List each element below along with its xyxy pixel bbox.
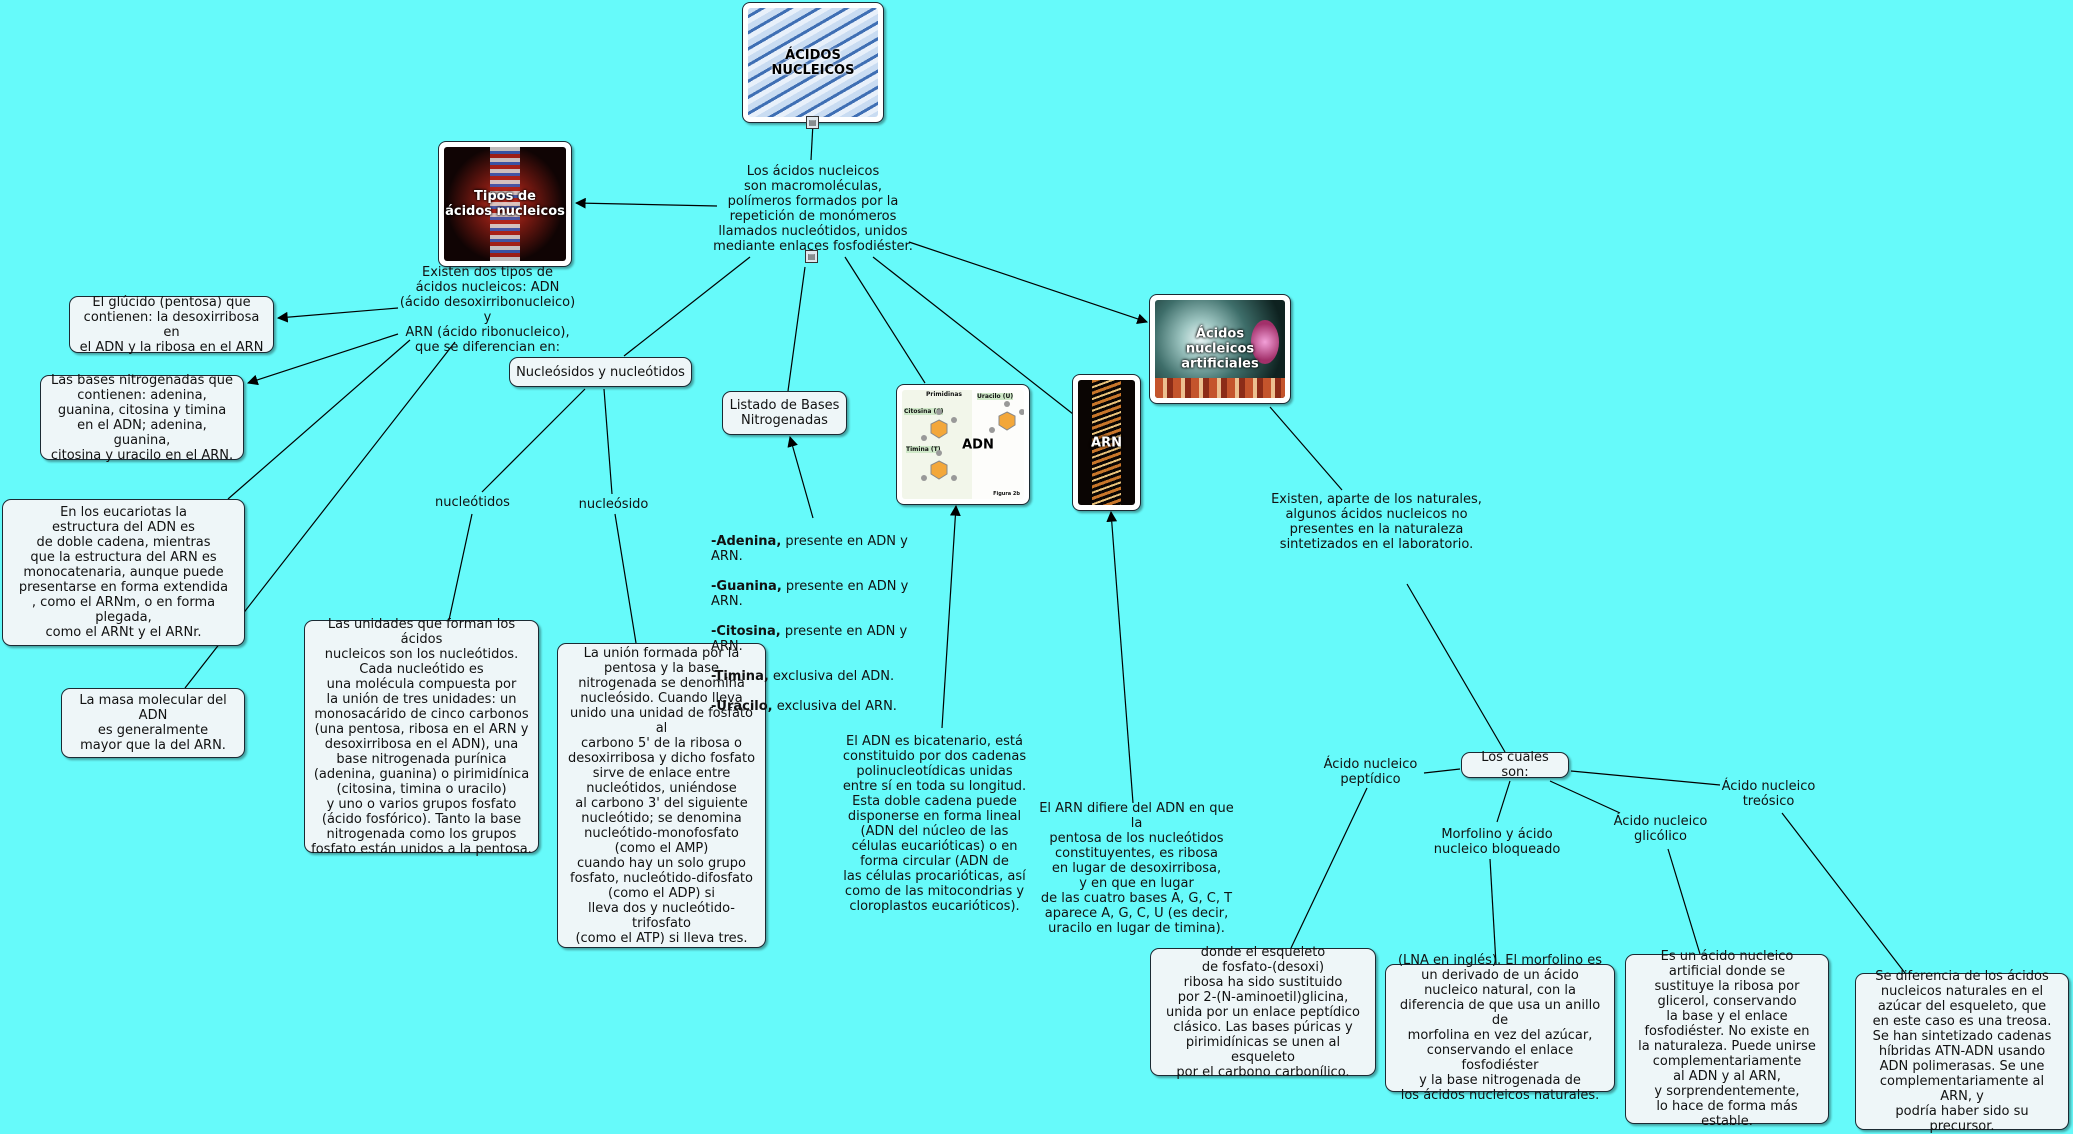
artificiales-description: Existen, aparte de los naturales, alguno… — [1271, 492, 1482, 552]
treosico-text: Se diferencia de los ácidos nucleicos na… — [1872, 969, 2052, 1134]
link-cuales-morfolino — [1496, 780, 1511, 823]
link-artificiales-text — [1269, 406, 1343, 491]
peptidico-box[interactable]: donde el esqueleto de fosfato-(desoxi) r… — [1150, 945, 1376, 1080]
bases-list: -Adenina, presente en ADN y ARN. -Guanin… — [711, 519, 941, 729]
dna-helix-image — [748, 8, 878, 117]
intro-definition: Los ácidos nucleicos son macromoléculas,… — [713, 164, 913, 254]
adn-description: El ADN es bicatenario, está constituido … — [842, 734, 1027, 914]
link-tipos-bases — [246, 333, 399, 386]
base-item: -Timina, exclusiva del ADN. — [711, 669, 895, 684]
masa-molecular-text: La masa molecular del ADN es generalment… — [79, 693, 227, 753]
morfolino-text: (LNA en inglés). El morfolino es un deri… — [1397, 953, 1603, 1103]
listado-bases-box[interactable]: Listado de Bases Nitrogenadas — [722, 391, 847, 435]
bases-contenidas-box[interactable]: Las bases nitrogenadas que contienen: ad… — [40, 372, 244, 463]
link-intro-artificiales — [908, 241, 1149, 325]
morfolino-box[interactable]: (LNA en inglés). El morfolino es un deri… — [1385, 953, 1615, 1103]
eucariotas-text: En los eucariotas la estructura del ADN … — [18, 505, 229, 640]
artificiales-concept-image[interactable]: Ácidos nucleicos artificiales — [1149, 294, 1291, 404]
link-morfolino-text — [1489, 858, 1497, 965]
link-intro-nucleosidos — [623, 256, 751, 357]
nucleosido-link-label: nucleósido — [578, 497, 649, 512]
link-nucleosidos-nucleosido — [603, 388, 613, 495]
arn-description: El ARN difiere del ADN en que la pentosa… — [1039, 801, 1234, 936]
arn-concept-image[interactable]: ARN — [1072, 374, 1141, 511]
attachment-icon[interactable]: ▤ — [805, 250, 818, 263]
link-intro-tipos — [574, 197, 718, 209]
link-peptidico-text — [1290, 787, 1368, 949]
artificiales-title: Ácidos nucleicos artificiales — [1181, 326, 1259, 372]
link-nucleosido-text — [614, 513, 637, 644]
nucleotidos-box[interactable]: Las unidades que forman los ácidos nucle… — [304, 617, 539, 857]
nucleotidos-link-label: nucleótidos — [435, 495, 510, 510]
link-nucleotidos-text — [448, 513, 473, 621]
link-intro-arn — [872, 256, 1074, 415]
tipos-title: Tipos de ácidos nucleicos — [445, 189, 565, 219]
peptidico-text: donde el esqueleto de fosfato-(desoxi) r… — [1165, 944, 1360, 1080]
glicolico-box[interactable]: Es un ácido nucleico artificial donde se… — [1625, 949, 1829, 1129]
root-title: ÁCIDOS NUCLEICOS — [771, 47, 855, 78]
root-concept-image[interactable]: ÁCIDOS NUCLEICOS — [742, 2, 884, 123]
link-glicolico-text — [1667, 848, 1701, 955]
dna-molecule-image — [444, 147, 566, 261]
neuron-image — [1155, 300, 1285, 398]
nucleosido-text: La unión formada por la pentosa y la bas… — [567, 645, 756, 946]
attachment-icon[interactable]: ▤ — [806, 116, 819, 129]
tipos-description: Existen dos tipos de ácidos nucleicos: A… — [399, 265, 576, 355]
link-cuales-peptidico — [1423, 768, 1461, 774]
base-item: -Uracilo, exclusiva del ARN. — [711, 699, 897, 714]
tipos-concept-image[interactable]: Tipos de ácidos nucleicos — [438, 141, 572, 267]
cuales-son-box[interactable]: Los cuales son: — [1461, 750, 1569, 780]
link-arttext-cuales — [1406, 583, 1506, 753]
link-arntext-arn — [1106, 510, 1134, 804]
glucido-text: El glúcido (pentosa) que contienen: la d… — [79, 294, 264, 355]
eucariotas-box[interactable]: En los eucariotas la estructura del ADN … — [2, 499, 245, 646]
base-item: -Citosina, presente en ADN y ARN. — [711, 624, 908, 654]
cuales-son-label: Los cuales son: — [1481, 750, 1549, 780]
rna-helix-image — [1078, 380, 1135, 505]
link-intro-adn — [844, 256, 926, 384]
listado-bases-label: Listado de Bases Nitrogenadas — [729, 398, 840, 428]
adn-concept-image[interactable]: Primidinas Uracilo (U) Citosina (C) Timi… — [896, 384, 1030, 505]
nucleotidos-text: Las unidades que forman los ácidos nucle… — [311, 616, 532, 857]
treosico-link-label: Ácido nucleico treósico — [1721, 779, 1816, 809]
masa-molecular-box[interactable]: La masa molecular del ADN es generalment… — [61, 688, 245, 758]
base-item: -Adenina, presente en ADN y ARN. — [711, 534, 908, 564]
link-cuales-treosico — [1570, 770, 1721, 786]
morfolino-link-label: Morfolino y ácido nucleico bloqueado — [1433, 827, 1561, 857]
bases-contenidas-text: Las bases nitrogenadas que contienen: ad… — [50, 372, 234, 463]
link-bases-listado — [787, 435, 814, 519]
link-tipos-glucido — [276, 307, 399, 323]
nucleosidos-nucleotidos-box[interactable]: Nucleósidos y nucleótidos — [509, 357, 692, 387]
arn-title: ARN — [1091, 435, 1122, 450]
treosico-box[interactable]: Se diferencia de los ácidos nucleicos na… — [1855, 969, 2069, 1134]
link-adntext-adn — [941, 504, 961, 729]
peptidico-link-label: Ácido nucleico peptídico — [1323, 757, 1418, 787]
glicolico-text: Es un ácido nucleico artificial donde se… — [1638, 949, 1816, 1129]
glicolico-link-label: Ácido nucleico glicólico — [1613, 814, 1708, 844]
link-tipos-eucariotas — [227, 339, 411, 500]
base-item: -Guanina, presente en ADN y ARN. — [711, 579, 909, 609]
link-treosico-text — [1781, 812, 1906, 974]
molecule-rings — [921, 401, 1024, 481]
adn-title: ADN — [962, 437, 994, 452]
link-intro-listado — [787, 266, 806, 392]
glucido-box[interactable]: El glúcido (pentosa) que contienen: la d… — [69, 294, 274, 355]
nucleosidos-nucleotidos-label: Nucleósidos y nucleótidos — [516, 364, 685, 380]
link-cuales-glicolico — [1549, 780, 1621, 814]
nucleosido-box[interactable]: La unión formada por la pentosa y la bas… — [557, 643, 766, 948]
link-root-intro — [810, 122, 814, 161]
pyrimidine-figure-image: Primidinas Uracilo (U) Citosina (C) Timi… — [902, 390, 1024, 499]
link-nucleosidos-nucleotidos — [481, 388, 586, 493]
